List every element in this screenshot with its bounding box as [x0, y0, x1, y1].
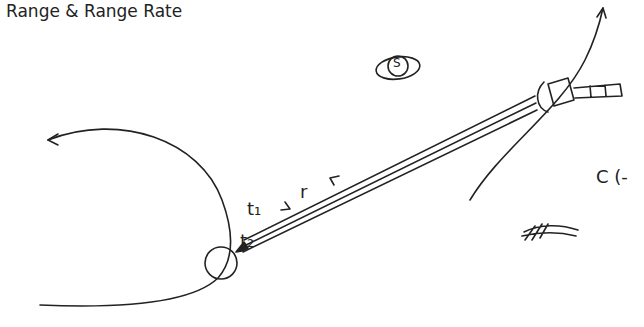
solar-panel: [574, 84, 622, 98]
spacecraft-bus: [548, 78, 574, 106]
saturn: [388, 56, 408, 76]
signal-down: [243, 110, 537, 252]
arrow-up: [330, 176, 339, 185]
signal-up: [244, 96, 536, 246]
arrow-down: [281, 202, 290, 210]
trajectory-arrowhead: [48, 134, 58, 145]
earth-trajectory: [40, 129, 231, 306]
antenna-dish: [538, 82, 548, 112]
time-label: t₂: [240, 232, 254, 250]
saturn-letter: S: [393, 57, 401, 69]
saturn-ring: [375, 54, 422, 82]
time-label: t₁: [247, 200, 261, 218]
comet: [522, 224, 578, 240]
note-label: C (-: [596, 168, 628, 186]
range-label: r: [300, 183, 307, 201]
spacecraft-trajectory: [470, 8, 603, 200]
trajectory-arrowhead: [597, 8, 606, 18]
diagram-title: Range & Range Rate: [6, 3, 182, 20]
earth: [205, 247, 237, 279]
